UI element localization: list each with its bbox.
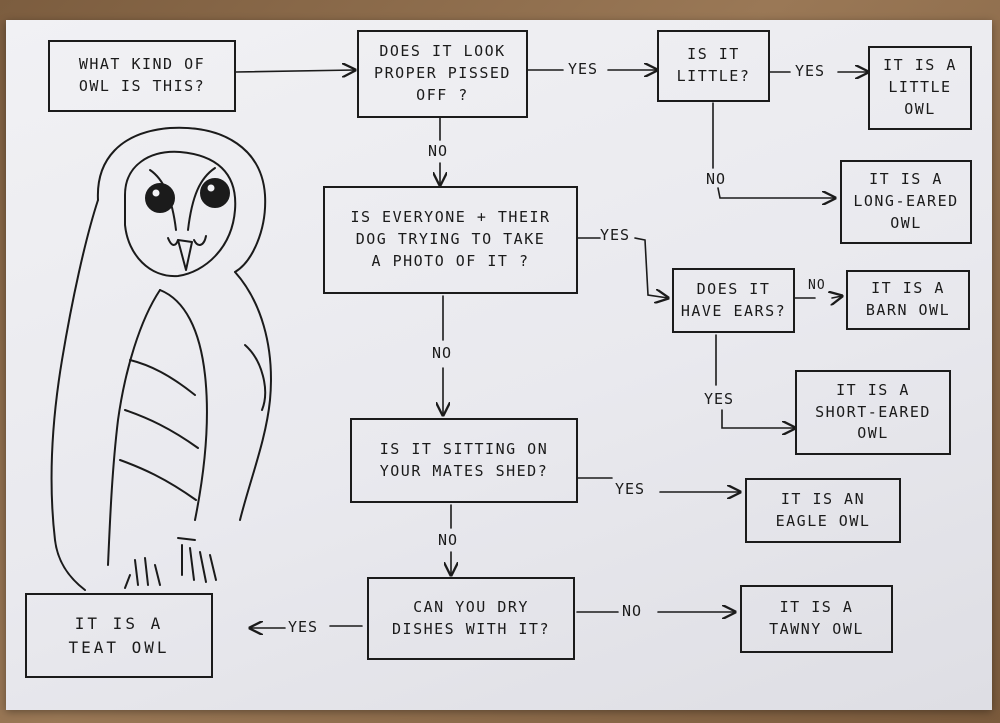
owl-leg-right [177,537,196,541]
node-answer-eagle-owl: It is an eagle owl [745,478,901,543]
node-question-dishes: Can you dry dishes with it? [367,577,575,660]
edge-photo-yes [577,237,668,298]
owl-body-left [50,199,99,591]
node-answer-barn-owl: It is a barn owl [846,270,970,330]
owl-body-right [234,271,272,521]
owl-foot-left [124,557,161,589]
owl-wing-edge [159,289,208,521]
edge-label-pissed-no: No [428,142,449,160]
edge-ears-no [794,296,842,298]
node-answer-tawny-owl: It is a tawny owl [740,585,893,653]
edge-dishes-yes [250,626,363,628]
owl-eye-left [145,183,175,213]
owl-wing [107,289,161,566]
owl-tuft [244,344,267,411]
edge-ears-yes [715,334,795,428]
edge-label-photo-yes: Yes [600,226,631,244]
owl-brow-right [187,167,216,231]
node-answer-long-eared-owl: It is a long-eared owl [840,160,972,244]
node-question-pissed-off: Does it look proper pissed off ? [357,30,528,118]
edge-label-dishes-yes: Yes [288,618,319,636]
edge-label-dishes-no: No [622,602,643,620]
owl-cheek-left [167,237,179,246]
node-answer-teat-owl: It is a teat owl [25,593,213,678]
owl-eye-right-shine [207,184,215,192]
node-start: What kind of owl is this? [48,40,236,112]
edge-label-little-yes: Yes [795,62,826,80]
edge-shed-yes [577,478,740,492]
edge-label-shed-no: No [438,531,459,549]
owl-face-disc [124,150,237,278]
owl-beak [177,239,193,271]
owl-head-outline [96,126,267,273]
owl-eye-left-shine [152,189,160,197]
node-question-ears: Does it have ears? [672,268,795,333]
owl-cheek-right [193,235,207,246]
owl-eye-right [200,178,230,208]
edge-little-no [712,102,835,198]
paper-sheet [6,20,992,710]
edge-label-photo-no: No [432,344,453,362]
edge-label-ears-yes: Yes [704,390,735,408]
owl-feather-1 [129,359,196,396]
edge-label-shed-yes: Yes [615,480,646,498]
owl-drawing [50,126,272,591]
edge-label-pissed-yes: Yes [568,60,599,78]
edge-label-ears-no: No [808,278,826,293]
node-answer-short-eared-owl: It is a short-eared owl [795,370,951,455]
node-question-little: Is it little? [657,30,770,102]
edge-start-to-pissed [235,70,355,72]
edge-label-little-no: No [706,170,727,188]
node-question-shed: Is it sitting on your mates shed? [350,418,578,503]
node-question-photo: Is everyone + their dog trying to take a… [323,186,578,294]
owl-feather-2 [124,409,199,449]
owl-feather-3 [119,459,197,501]
node-answer-little-owl: It is a little owl [868,46,972,130]
owl-foot-right [181,544,217,583]
